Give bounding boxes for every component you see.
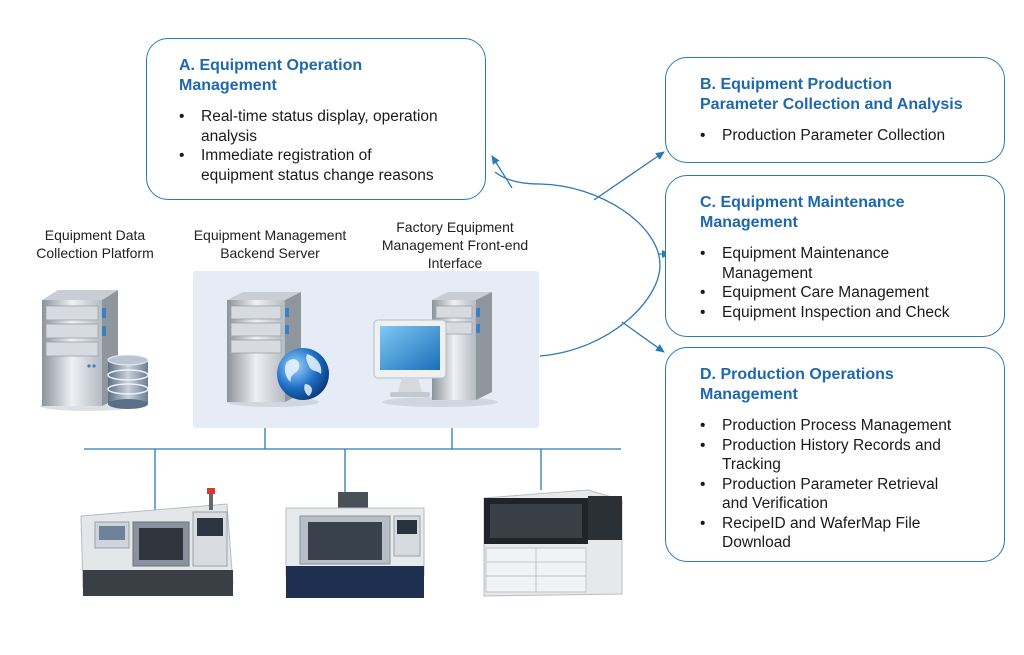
list-item: Real-time status display, operationanaly… (177, 107, 477, 146)
server-database-icon (40, 290, 149, 411)
box-a-list: Real-time status display, operationanaly… (177, 107, 477, 185)
monitor-server-icon (373, 292, 498, 407)
arrow-to-d (621, 321, 665, 353)
box-a-equipment-operation: A. Equipment Operation Management Real-t… (146, 38, 486, 200)
list-item: Equipment Inspection and Check (698, 303, 998, 323)
list-item: Equipment Care Management (698, 283, 998, 303)
box-b-title: B. Equipment Production Parameter Collec… (700, 76, 963, 113)
arrow-to-b (593, 151, 665, 201)
cnc-lathe-icon (80, 488, 234, 596)
arrow-to-a (491, 155, 513, 189)
box-b-parameter-collection: B. Equipment Production Parameter Collec… (665, 57, 1005, 163)
automation-cabinet-icon (483, 489, 623, 597)
box-d-title: D. Production Operations Management (700, 366, 894, 403)
box-c-title: C. Equipment Maintenance Management (700, 194, 905, 231)
box-c-maintenance: C. Equipment Maintenance Management Equi… (665, 175, 1005, 337)
box-d-list: Production Process Management Production… (698, 416, 998, 553)
box-a-title: A. Equipment Operation Management (179, 57, 363, 94)
arc-connector (494, 171, 661, 357)
box-d-production-operations: D. Production Operations Management Prod… (665, 347, 1005, 562)
server-globe-icon (227, 292, 329, 407)
list-item: Production Process Management (698, 416, 998, 436)
box-b-list: Production Parameter Collection (698, 126, 998, 146)
cnc-mill-icon (285, 492, 425, 598)
list-item: Production Parameter Collection (698, 126, 998, 146)
